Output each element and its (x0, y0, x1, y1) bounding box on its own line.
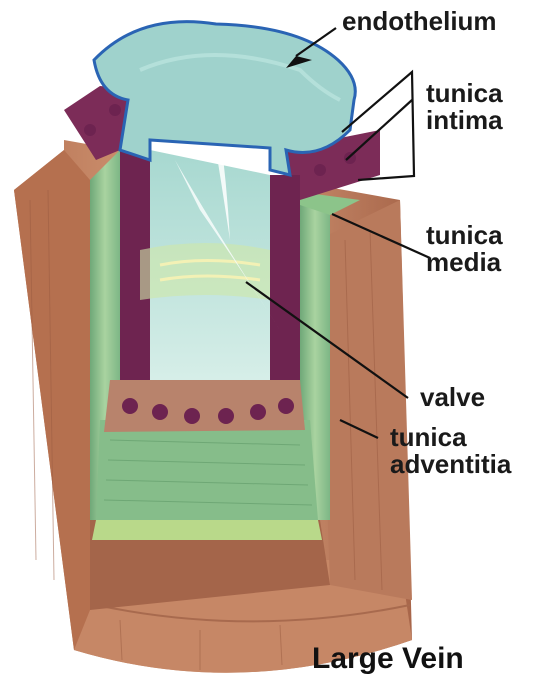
endothelium-flare (94, 22, 355, 175)
diagram-title: Large Vein (312, 642, 464, 676)
label-tunica-adventitia-line2: adventitia (390, 451, 511, 478)
label-tunica-media: tunica media (426, 222, 503, 277)
label-tunica-media-line2: media (426, 249, 503, 276)
label-tunica-media-line1: tunica (426, 222, 503, 249)
label-tunica-intima: tunica intima (426, 80, 503, 135)
label-tunica-intima-line2: intima (426, 107, 503, 134)
label-valve-text: valve (420, 384, 485, 411)
label-endothelium: endothelium (342, 8, 497, 35)
label-tunica-adventitia: tunica adventitia (390, 424, 511, 479)
label-tunica-intima-line1: tunica (426, 80, 503, 107)
label-valve: valve (420, 384, 485, 411)
label-endothelium-text: endothelium (342, 8, 497, 35)
label-tunica-adventitia-line1: tunica (390, 424, 511, 451)
